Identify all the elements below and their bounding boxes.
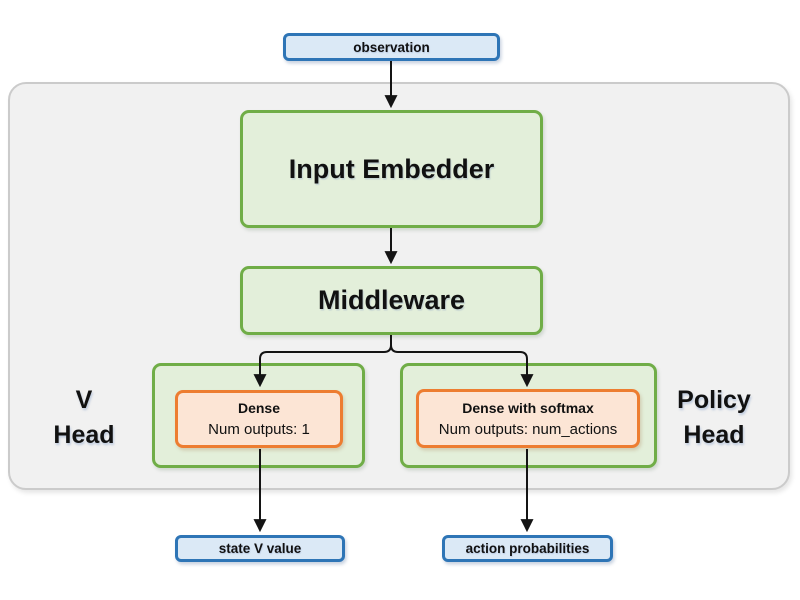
observation-box: observation <box>283 33 500 61</box>
middleware-label: Middleware <box>317 285 466 315</box>
v-head-label-line2: Head <box>53 421 115 449</box>
input-embedder-box: Input Embedder <box>240 110 543 228</box>
state-v-value-box: state V value <box>175 535 345 562</box>
policy-head-label-line1: Policy <box>677 386 751 414</box>
policy-dense-box: Dense with softmax Num outputs: num_acti… <box>416 389 640 448</box>
action-probabilities-box: action probabilities <box>442 535 613 562</box>
v-head-label: V Head <box>34 382 134 454</box>
input-embedder-label: Input Embedder <box>288 153 495 184</box>
state-v-value-label: state V value <box>218 541 302 556</box>
action-probabilities-label: action probabilities <box>465 541 590 556</box>
policy-head-label: Policy Head <box>653 382 775 454</box>
middleware-box: Middleware <box>240 266 543 335</box>
policy-dense-title: Dense with softmax <box>462 399 594 416</box>
policy-dense-subtitle: Num outputs: num_actions <box>438 420 618 438</box>
observation-label: observation <box>353 39 430 55</box>
v-head-label-line1: V <box>75 386 93 414</box>
policy-head-label-line2: Head <box>683 421 745 449</box>
v-dense-box: Dense Num outputs: 1 <box>175 390 343 448</box>
v-dense-subtitle: Num outputs: 1 <box>208 421 310 438</box>
v-dense-title: Dense <box>237 400 281 416</box>
